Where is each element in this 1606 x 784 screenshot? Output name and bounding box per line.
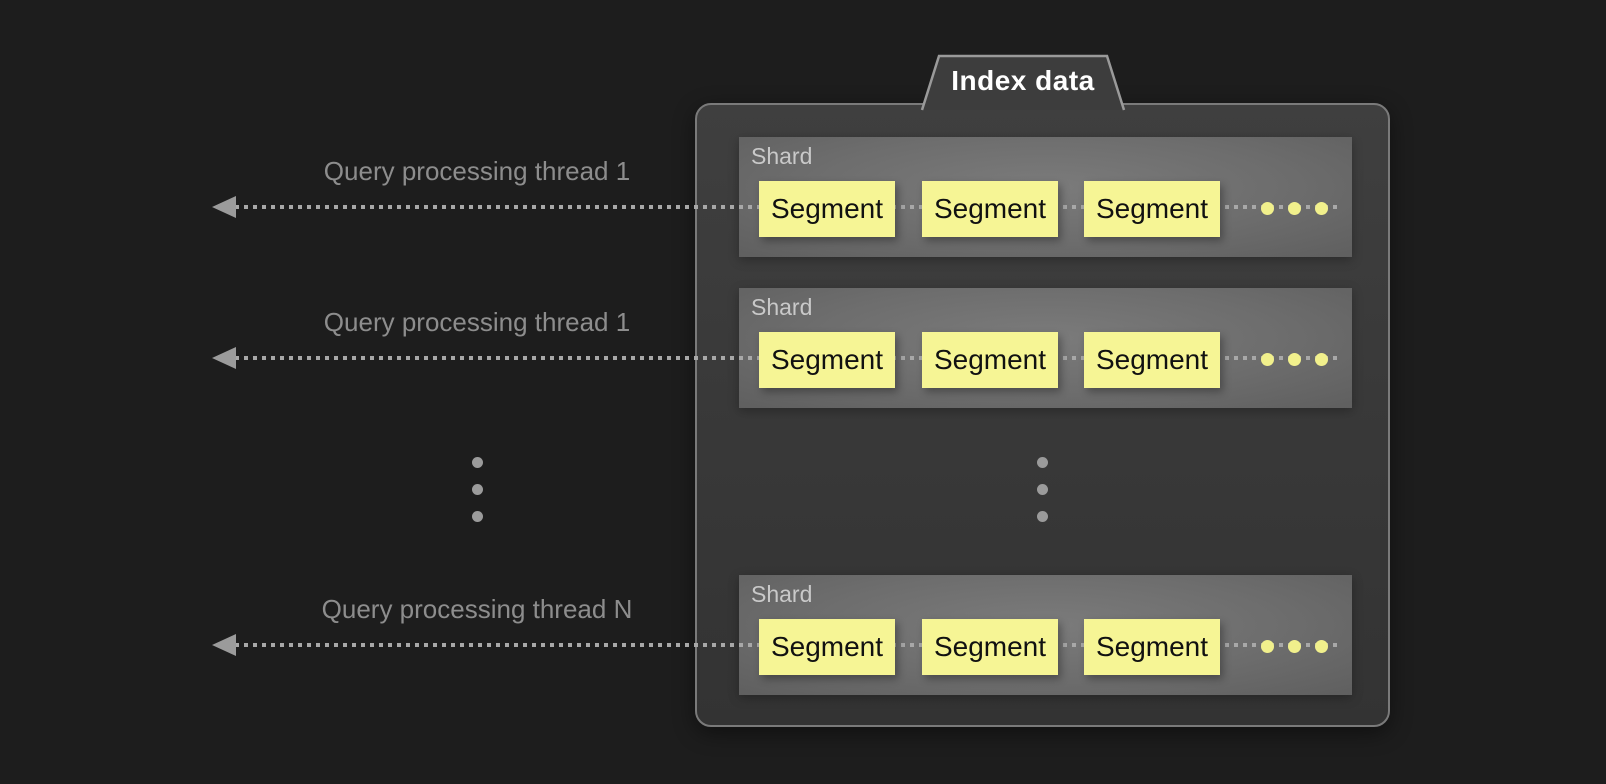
shard-label: Shard [751, 581, 813, 607]
horizontal-ellipsis-icon [1261, 640, 1328, 653]
arrowhead-left-icon [212, 347, 236, 369]
segment-box: Segment [922, 332, 1058, 388]
shard-label: Shard [751, 294, 813, 320]
segment-box: Segment [1084, 332, 1220, 388]
segment-box: Segment [922, 181, 1058, 237]
index-data-tab [920, 54, 1126, 111]
horizontal-ellipsis-icon [1261, 202, 1328, 215]
arrowhead-left-icon [212, 196, 236, 218]
segment-box: Segment [759, 332, 895, 388]
segment-box: Segment [922, 619, 1058, 675]
vertical-ellipsis-icon [471, 457, 483, 522]
segment-box: Segment [759, 619, 895, 675]
arrowhead-left-icon [212, 634, 236, 656]
segment-box: Segment [759, 181, 895, 237]
horizontal-ellipsis-icon [1261, 353, 1328, 366]
thread-label: Query processing thread 1 [323, 156, 631, 186]
thread-label: Query processing thread 1 [323, 307, 631, 337]
shard-label: Shard [751, 143, 813, 169]
vertical-ellipsis-icon [1036, 457, 1048, 522]
segment-box: Segment [1084, 181, 1220, 237]
index-data-tab-label: Index data [951, 65, 1095, 96]
segment-box: Segment [1084, 619, 1220, 675]
thread-label: Query processing thread N [321, 594, 633, 624]
